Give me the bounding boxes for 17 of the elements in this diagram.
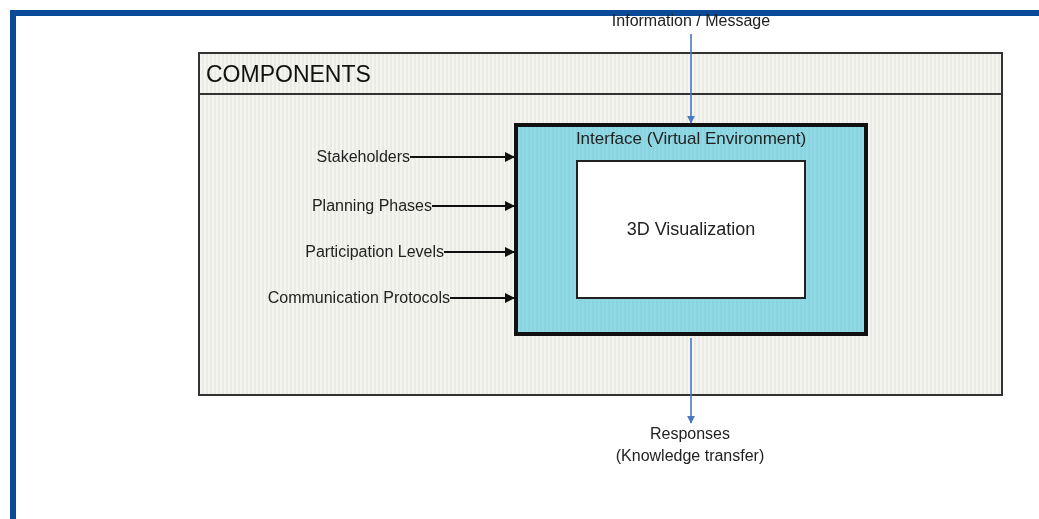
input-label: Participation Levels [305, 241, 444, 263]
arrow [443, 247, 515, 257]
arrow [687, 337, 695, 424]
input-label: Communication Protocols [267, 287, 450, 309]
interface-box [514, 123, 868, 336]
panel-title: COMPONENTS [200, 54, 1001, 95]
arrow [449, 293, 515, 303]
input-label: Responses (Knowledge transfer) [610, 423, 770, 467]
arrow [409, 152, 515, 162]
input-label: Planning Phases [311, 195, 432, 217]
visualization-box: 3D Visualization [576, 160, 806, 299]
arrow [431, 201, 515, 211]
arrow [687, 33, 695, 124]
input-label: Stakeholders [316, 146, 410, 168]
box-title: Interface (Virtual Environment) [574, 129, 808, 149]
components-panel [198, 52, 1003, 396]
input-label: Information / Message [585, 10, 797, 32]
